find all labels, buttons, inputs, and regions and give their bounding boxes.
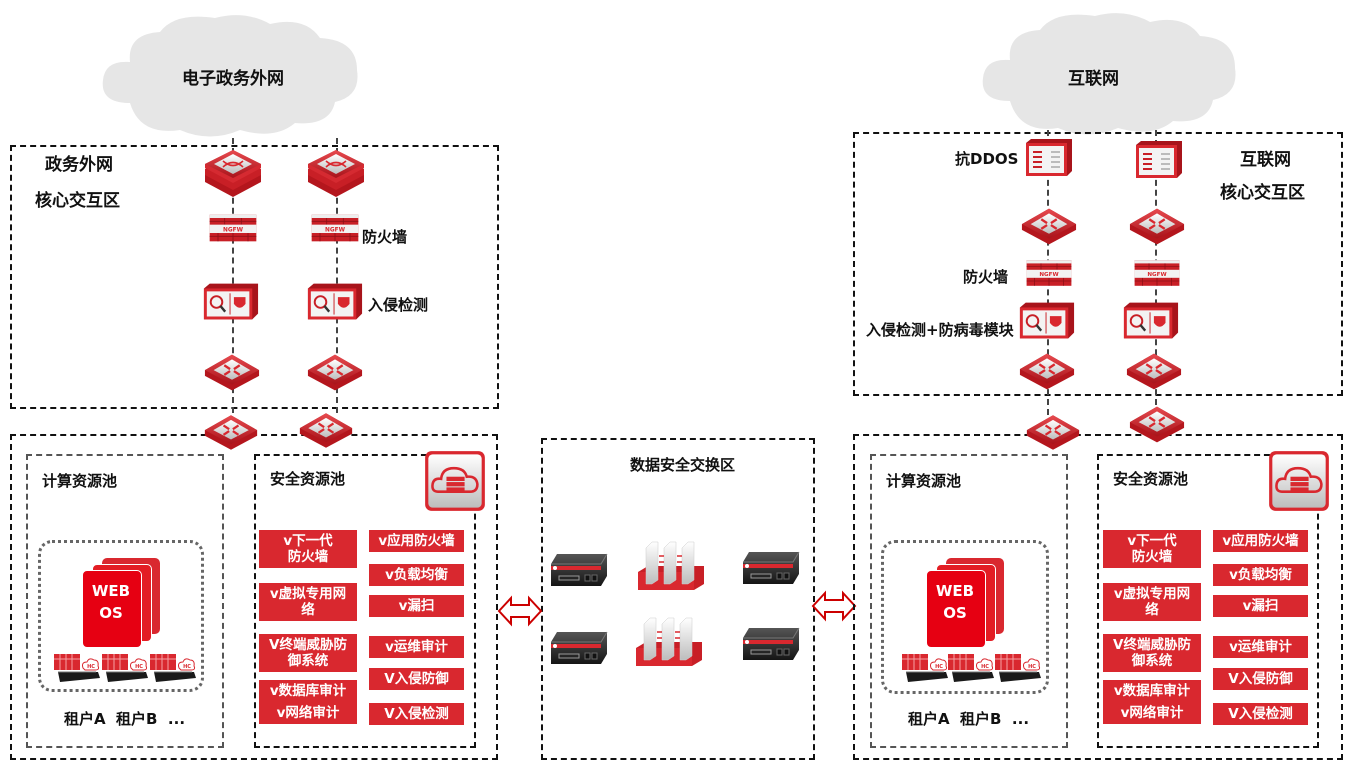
zone-internet-core-title2: 核心交互区: [1220, 183, 1305, 203]
gateway-icon: [548, 630, 610, 666]
security-service-item: v下一代 防火墙: [1103, 530, 1201, 568]
cloud-platform-icon: [423, 449, 487, 513]
web-label: WEB: [91, 582, 131, 600]
switch-icon: [306, 352, 364, 392]
firewall-icon: [310, 212, 360, 244]
zone-gov-core: [10, 145, 499, 409]
server-icon: [900, 650, 950, 684]
security-pool: [254, 454, 476, 748]
cloud-title-internet: 互联网: [1068, 69, 1119, 89]
bidirectional-arrow-icon: [497, 595, 543, 627]
security-service-item: v网络审计: [1103, 702, 1201, 724]
server-icon: [946, 650, 996, 684]
security-pool-title: 安全资源池: [1113, 470, 1189, 488]
security-isolation-gap-icon: [635, 540, 707, 590]
security-service-item: v负载均衡: [1213, 564, 1308, 586]
tenant-vm-group: [881, 540, 1049, 694]
gateway-icon: [740, 626, 802, 662]
switch-icon: [1128, 205, 1186, 247]
compute-pool: [26, 454, 224, 748]
access-switch-icon: [298, 410, 354, 450]
security-service-item: V入侵防御: [1213, 668, 1308, 690]
security-service-item: v虚拟专用网 络: [1103, 583, 1201, 621]
core-switch-icon: [306, 148, 366, 198]
core-switch-icon: [203, 148, 263, 198]
zone-data-exchange: [541, 438, 815, 760]
server-icon: [52, 650, 102, 684]
security-isolation-gap-icon: [633, 616, 705, 666]
security-service-item: v数据库审计: [259, 680, 357, 702]
firewall-label: 防火墙: [362, 228, 408, 246]
security-service-item: v数据库审计: [1103, 680, 1201, 702]
ids-icon: [202, 282, 260, 322]
tenants-label: 租户A 租户B ...: [64, 710, 186, 728]
cloud-gov-extranet: [102, 15, 358, 137]
anti-ddos-icon: [1024, 138, 1074, 178]
switch-icon: [1125, 350, 1183, 392]
os-label: OS: [943, 604, 967, 622]
zone-gov-core-title1: 政务外网: [45, 155, 113, 175]
ids-antivirus-icon: [1122, 300, 1180, 342]
server-icon: [100, 650, 150, 684]
security-pool: [1097, 454, 1319, 748]
security-service-item: V入侵检测: [369, 703, 464, 725]
tenants-label: 租户A 租户B ...: [908, 710, 1030, 728]
web-os-label: WEB OS: [926, 580, 984, 624]
switch-icon: [203, 352, 261, 392]
web-label: WEB: [935, 582, 975, 600]
security-service-item: v应用防火墙: [1213, 530, 1308, 552]
data-exchange-title: 数据安全交换区: [630, 456, 736, 474]
web-os-label: WEB OS: [82, 580, 140, 624]
firewall-icon: [1025, 257, 1073, 289]
security-service-item: v运维审计: [1213, 636, 1308, 658]
ids-antivirus-icon: [1018, 300, 1076, 342]
security-service-item: v应用防火墙: [369, 530, 464, 552]
server-icon: [148, 650, 198, 684]
firewall-icon: [208, 212, 258, 244]
security-service-item: v虚拟专用网 络: [259, 583, 357, 621]
access-switch-icon: [1128, 404, 1186, 444]
link-line: [336, 138, 338, 413]
access-switch-icon: [203, 412, 259, 452]
compute-pool-title: 计算资源池: [886, 472, 962, 490]
zone-internet-core: [853, 132, 1343, 396]
security-service-item: v漏扫: [1213, 595, 1308, 617]
security-service-item: v运维审计: [369, 636, 464, 658]
security-service-item: v网络审计: [259, 702, 357, 724]
zone-internet-core-title1: 互联网: [1240, 150, 1291, 170]
security-service-item: V终端威胁防 御系统: [259, 634, 357, 672]
ids-label: 入侵检测: [368, 296, 429, 314]
firewall-label: 防火墙: [963, 268, 1009, 286]
server-icon: [993, 650, 1043, 684]
cloud-platform-icon: [1267, 449, 1331, 513]
security-service-item: v漏扫: [369, 595, 464, 617]
firewall-icon: [1133, 257, 1181, 289]
compute-pool: [870, 454, 1068, 748]
zone-gov-core-title2: 核心交互区: [35, 191, 120, 211]
security-service-item: v下一代 防火墙: [259, 530, 357, 568]
zone-internet-cloud-pool: [853, 434, 1343, 760]
os-label: OS: [99, 604, 123, 622]
gateway-icon: [740, 550, 802, 586]
access-switch-icon: [1025, 412, 1081, 452]
security-service-item: v负载均衡: [369, 564, 464, 586]
security-service-item: V入侵防御: [369, 668, 464, 690]
gateway-icon: [548, 552, 610, 588]
switch-icon: [1020, 205, 1078, 247]
anti-ddos-label: 抗DDOS: [955, 150, 1019, 168]
tenant-vm-group: [38, 540, 204, 692]
security-service-item: V入侵检测: [1213, 703, 1308, 725]
switch-icon: [1018, 350, 1076, 392]
bidirectional-arrow-icon: [811, 590, 857, 622]
anti-ddos-icon: [1134, 140, 1184, 180]
cloud-internet: [982, 13, 1236, 135]
cloud-title-gov: 电子政务外网: [182, 69, 284, 89]
link-line: [232, 138, 234, 413]
security-pool-title: 安全资源池: [270, 470, 346, 488]
compute-pool-title: 计算资源池: [42, 472, 118, 490]
security-service-item: V终端威胁防 御系统: [1103, 634, 1201, 672]
ids-antivirus-label: 入侵检测+防病毒模块: [866, 321, 1014, 339]
ids-icon: [306, 282, 364, 322]
